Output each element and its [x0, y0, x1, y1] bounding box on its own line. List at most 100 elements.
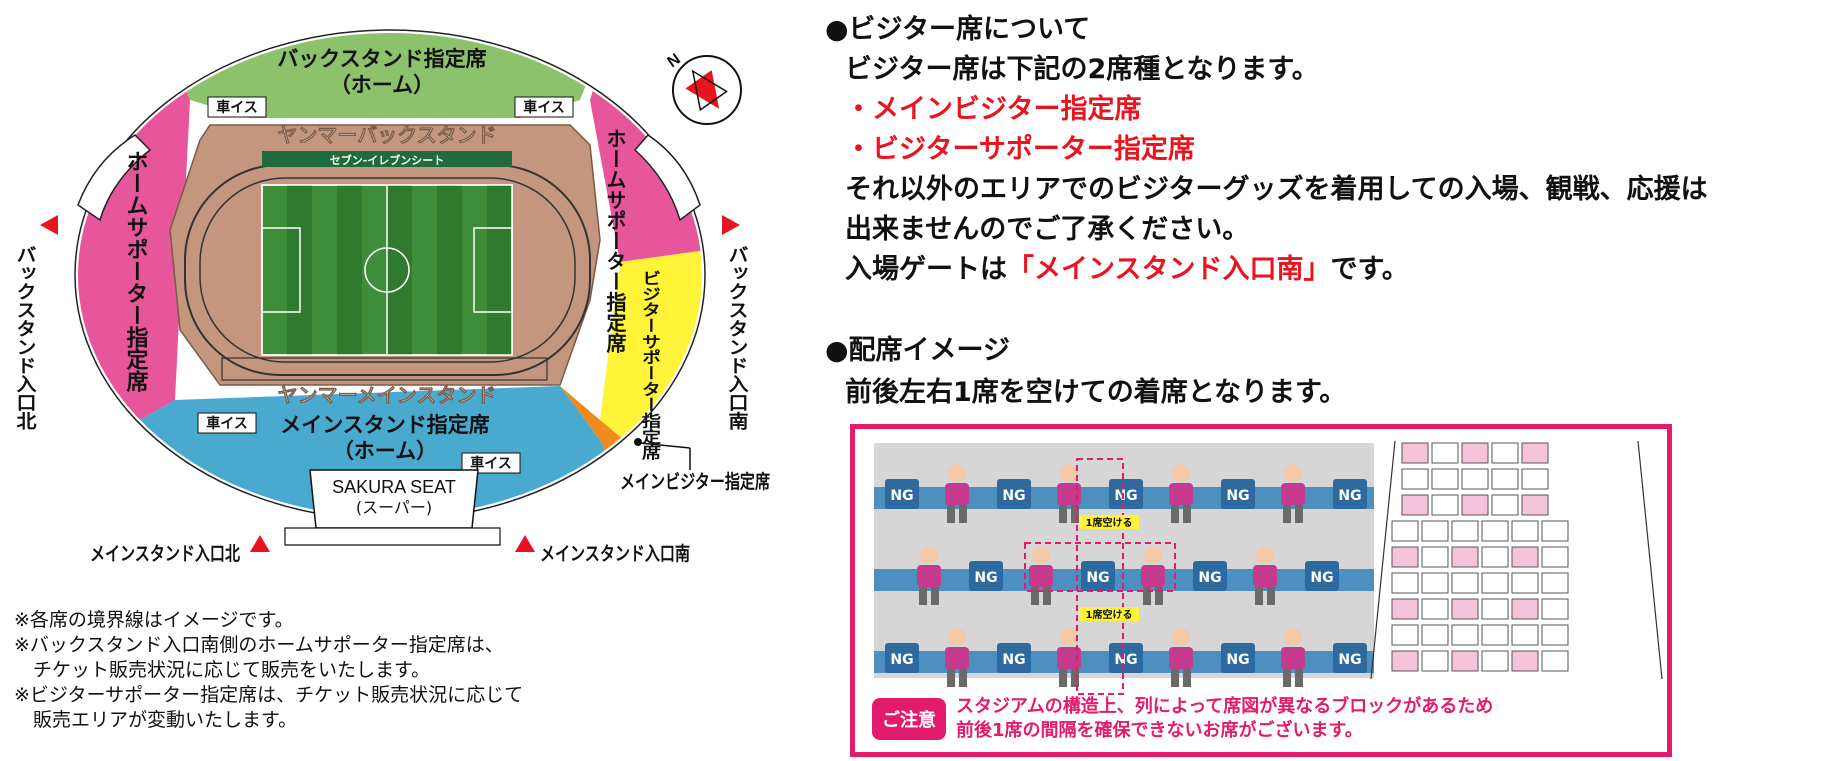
seat-cell [1451, 598, 1479, 620]
seat-cell [1481, 650, 1509, 672]
seat-cell [1451, 624, 1479, 646]
gap-label: 1席空ける [1079, 607, 1139, 621]
seat-cell [1431, 468, 1459, 490]
svg-text:NG: NG [1002, 652, 1025, 668]
ng-seat: NG [885, 643, 919, 673]
sakura-seat-label: SAKURA SEAT [332, 477, 456, 497]
seat-cell [1521, 494, 1549, 516]
ng-seat: NG [1333, 479, 1367, 509]
ng-seat: NG [997, 479, 1031, 509]
seated-person [1141, 546, 1165, 605]
svg-text:NG: NG [1086, 570, 1109, 586]
seat-cell [1461, 442, 1489, 464]
main-stand-home-label: （ホーム） [333, 439, 437, 463]
seat-cell [1431, 494, 1459, 516]
gate-suffix: です。 [1330, 254, 1409, 285]
note-line: ※バックスタンド入口南側のホームサポーター指定席は、 [14, 634, 504, 656]
gate-south-triangle-right [722, 215, 740, 235]
svg-text:車イス: 車イス [470, 455, 512, 472]
back-stand-reserved-label: バックスタンド指定席 [277, 47, 486, 71]
seat-cell [1481, 624, 1509, 646]
ng-seat: NG [1193, 561, 1227, 591]
seat-cell [1481, 572, 1509, 594]
seated-person [1029, 546, 1053, 605]
wheelchair-tag: 車イス [197, 412, 257, 434]
south-wing [633, 134, 701, 222]
svg-text:NG: NG [1310, 570, 1333, 586]
caution-text: スタジアムの構造上、列によって席図が異なるブロックがあるため 前後1席の間隔を確… [956, 695, 1493, 743]
back-stand-section [150, 30, 620, 118]
seat-cell [1511, 624, 1539, 646]
visitor-info: ●ビジター席について ビジター席は下記の2席種となります。 ・メインビジター指定… [825, 10, 1708, 290]
map-notes: ※各席の境界線はイメージです。 ※バックスタンド入口南側のホームサポーター指定席… [14, 608, 523, 733]
ng-seat: NG [997, 643, 1031, 673]
svg-text:1席空ける: 1席空ける [1086, 516, 1133, 529]
svg-text:NG: NG [1226, 652, 1249, 668]
svg-text:NG: NG [1338, 652, 1361, 668]
svg-text:1席空ける: 1席空ける [1086, 608, 1133, 621]
wheelchair-tag: 車イス [461, 452, 521, 474]
seat-cell [1511, 572, 1539, 594]
svg-text:NG: NG [1338, 488, 1361, 504]
seat-cell [1511, 520, 1539, 542]
main-stand-gate-south-label: メインスタンド入口南 [540, 543, 690, 565]
visitor-body-1: それ以外のエリアでのビジターグッズを着用しての入場、観戦、応援は [845, 174, 1708, 205]
seven-eleven-label: セブン-イレブンシート [330, 153, 445, 167]
seat-cell [1421, 650, 1449, 672]
svg-text:NG: NG [1114, 652, 1137, 668]
svg-text:NG: NG [890, 652, 913, 668]
gate-name: 「メインスタンド入口南」 [1007, 254, 1331, 285]
seat-cell [1391, 546, 1419, 568]
seat-cell [1481, 598, 1509, 620]
seating-body: 前後左右1席を空けての着席となります。 [845, 377, 1347, 408]
seat-cell [1541, 598, 1569, 620]
svg-text:車イス: 車イス [216, 99, 258, 116]
note-line: チケット販売状況に応じて販売をいたします。 [14, 659, 431, 681]
seat-cell [1401, 494, 1429, 516]
seating-heading: ●配席イメージ [825, 335, 1011, 366]
seat-cell [1541, 650, 1569, 672]
note-line: ※各席の境界線はイメージです。 [14, 609, 294, 631]
ng-seat: NG [1221, 643, 1255, 673]
visitor-body-2: 出来ませんのでご了承ください。 [845, 214, 1250, 245]
yanmar-back-stand-label: ヤンマーバックスタンド [277, 123, 496, 147]
ng-seat: NG [969, 561, 1003, 591]
visitor-supporter-label: ビジターサポーター指定席 [639, 270, 661, 461]
ng-seat: NG [1333, 643, 1367, 673]
svg-text:NG: NG [1226, 488, 1249, 504]
visitor-gate: 入場ゲートは「メインスタンド入口南」です。 [845, 250, 1708, 290]
seat-cell [1391, 520, 1419, 542]
svg-text:車イス: 車イス [206, 415, 248, 432]
main-visitor-label: メインビジター指定席 [620, 470, 770, 493]
seated-person [1281, 464, 1305, 523]
seat-cell [1431, 442, 1459, 464]
seat-cell [1421, 520, 1449, 542]
seat-cell [1391, 598, 1419, 620]
ng-seat: NG [885, 479, 919, 509]
seat-cell [1401, 468, 1429, 490]
seat-cell [1541, 624, 1569, 646]
seated-person [1169, 628, 1193, 687]
ng-seat: NG [1221, 479, 1255, 509]
seated-person [945, 464, 969, 523]
visitor-item-main: ・メインビジター指定席 [845, 94, 1142, 125]
seat-cell [1481, 546, 1509, 568]
seat-cell [1511, 650, 1539, 672]
seat-cell [1401, 442, 1429, 464]
seated-person [1057, 464, 1081, 523]
home-supporter-right-label: ホームサポーター指定席 [603, 128, 627, 354]
north-wing [77, 134, 152, 222]
seat-cell [1391, 624, 1419, 646]
back-stand-gate-north-label: バックスタンド入口北 [13, 245, 37, 430]
sakura-super-label: (スーパー) [356, 498, 432, 517]
seat-cell [1541, 546, 1569, 568]
gate-prefix: 入場ゲートは [845, 254, 1007, 285]
ng-seat: NG [1081, 561, 1115, 591]
seat-grid-right [1391, 442, 1569, 672]
note-line: ※ビジターサポーター指定席は、チケット販売状況に応じて [14, 684, 524, 706]
gate-main-north-triangle [250, 535, 270, 552]
seated-person [1057, 628, 1081, 687]
seat-cell [1421, 598, 1449, 620]
svg-text:NG: NG [1002, 488, 1025, 504]
